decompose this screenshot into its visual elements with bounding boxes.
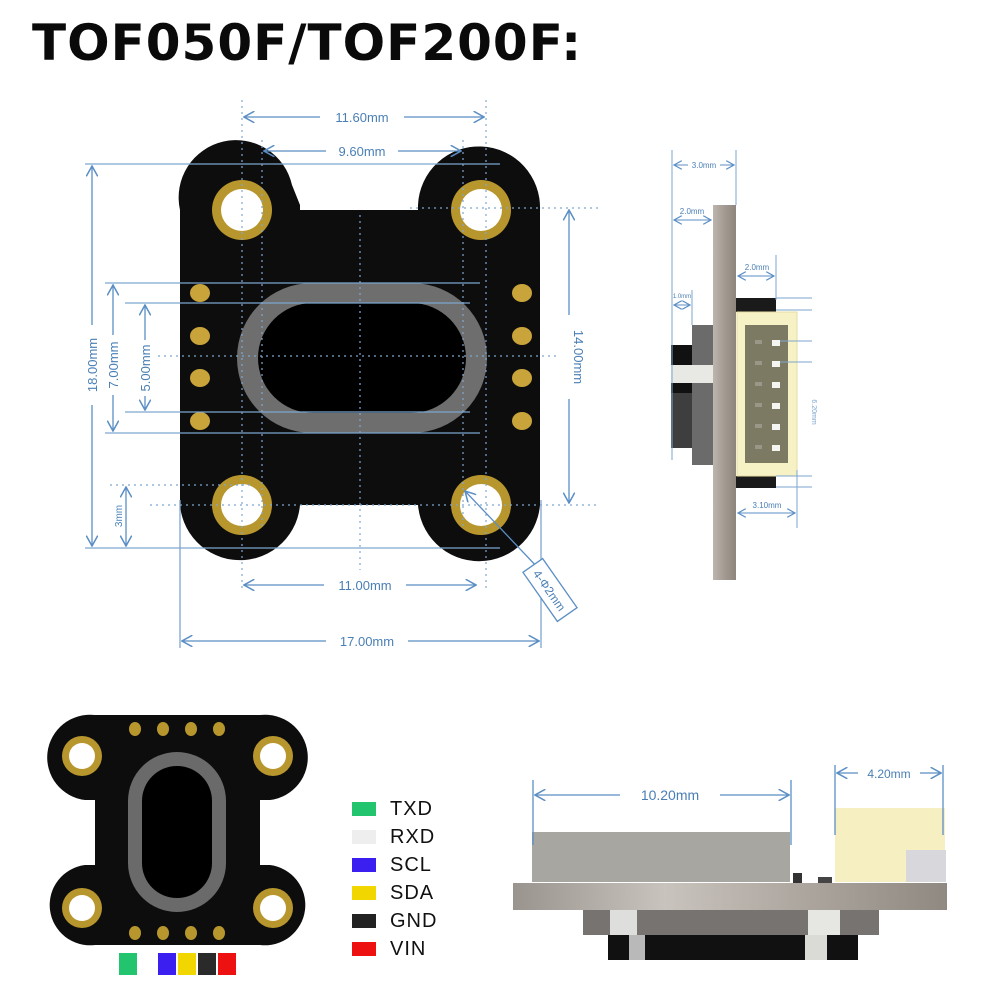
- wire-sda: [178, 953, 196, 975]
- legend-item-rxd: RXD: [352, 823, 437, 851]
- swatch-icon: [352, 914, 376, 928]
- pad-icon: [190, 284, 532, 430]
- dim-label: 11.60mm: [335, 110, 388, 125]
- wire-vin: [218, 953, 236, 975]
- dim-label: 10.20mm: [641, 787, 699, 803]
- legend-item-scl: SCL: [352, 851, 437, 879]
- dim-label: 17.00mm: [340, 634, 394, 649]
- dim-label: 3mm: [114, 505, 125, 527]
- top-view: 11.60mm 9.60mm 18.00mm 7.00mm 5.00mm 3mm…: [83, 100, 600, 650]
- dim-label: 6.20mm: [810, 399, 817, 424]
- pin-legend: TXD RXD SCL SDA GND VIN: [352, 795, 437, 963]
- wire-scl: [158, 953, 176, 975]
- dim-label: 4.20mm: [867, 767, 910, 781]
- dim-label: 14.00mm: [571, 330, 586, 384]
- dim-label: 3.10mm: [753, 501, 782, 510]
- swatch-icon: [352, 830, 376, 844]
- side-view: 3.0mm 2.0mm 2.0mm 1.0mm 3.10mm 6.20mm: [671, 150, 817, 580]
- swatch-icon: [352, 886, 376, 900]
- dim-label: 5.00mm: [138, 345, 153, 392]
- legend-item-gnd: GND: [352, 907, 437, 935]
- wire-txd: [119, 953, 137, 975]
- dim-label: 18.00mm: [85, 338, 100, 392]
- dim-label: 3.0mm: [692, 161, 717, 170]
- dim-label: 7.00mm: [106, 342, 121, 389]
- dim-label: 2.0mm: [745, 263, 770, 272]
- swatch-icon: [352, 802, 376, 816]
- legend-item-sda: SDA: [352, 879, 437, 907]
- dim-label: 11.00mm: [338, 578, 391, 593]
- pcb-render: [47, 714, 308, 975]
- legend-item-txd: TXD: [352, 795, 437, 823]
- dim-label: 1.0mm: [673, 294, 691, 300]
- swatch-icon: [352, 942, 376, 956]
- swatch-icon: [352, 858, 376, 872]
- side-elevation: 10.20mm 4.20mm: [513, 764, 947, 960]
- dim-label: 9.60mm: [339, 144, 386, 159]
- legend-item-vin: VIN: [352, 935, 437, 963]
- wire-gnd: [198, 953, 216, 975]
- bracket-plate: [713, 205, 736, 580]
- page-title: TOF050F/TOF200F:: [32, 14, 583, 72]
- dim-label: 2.0mm: [680, 207, 705, 216]
